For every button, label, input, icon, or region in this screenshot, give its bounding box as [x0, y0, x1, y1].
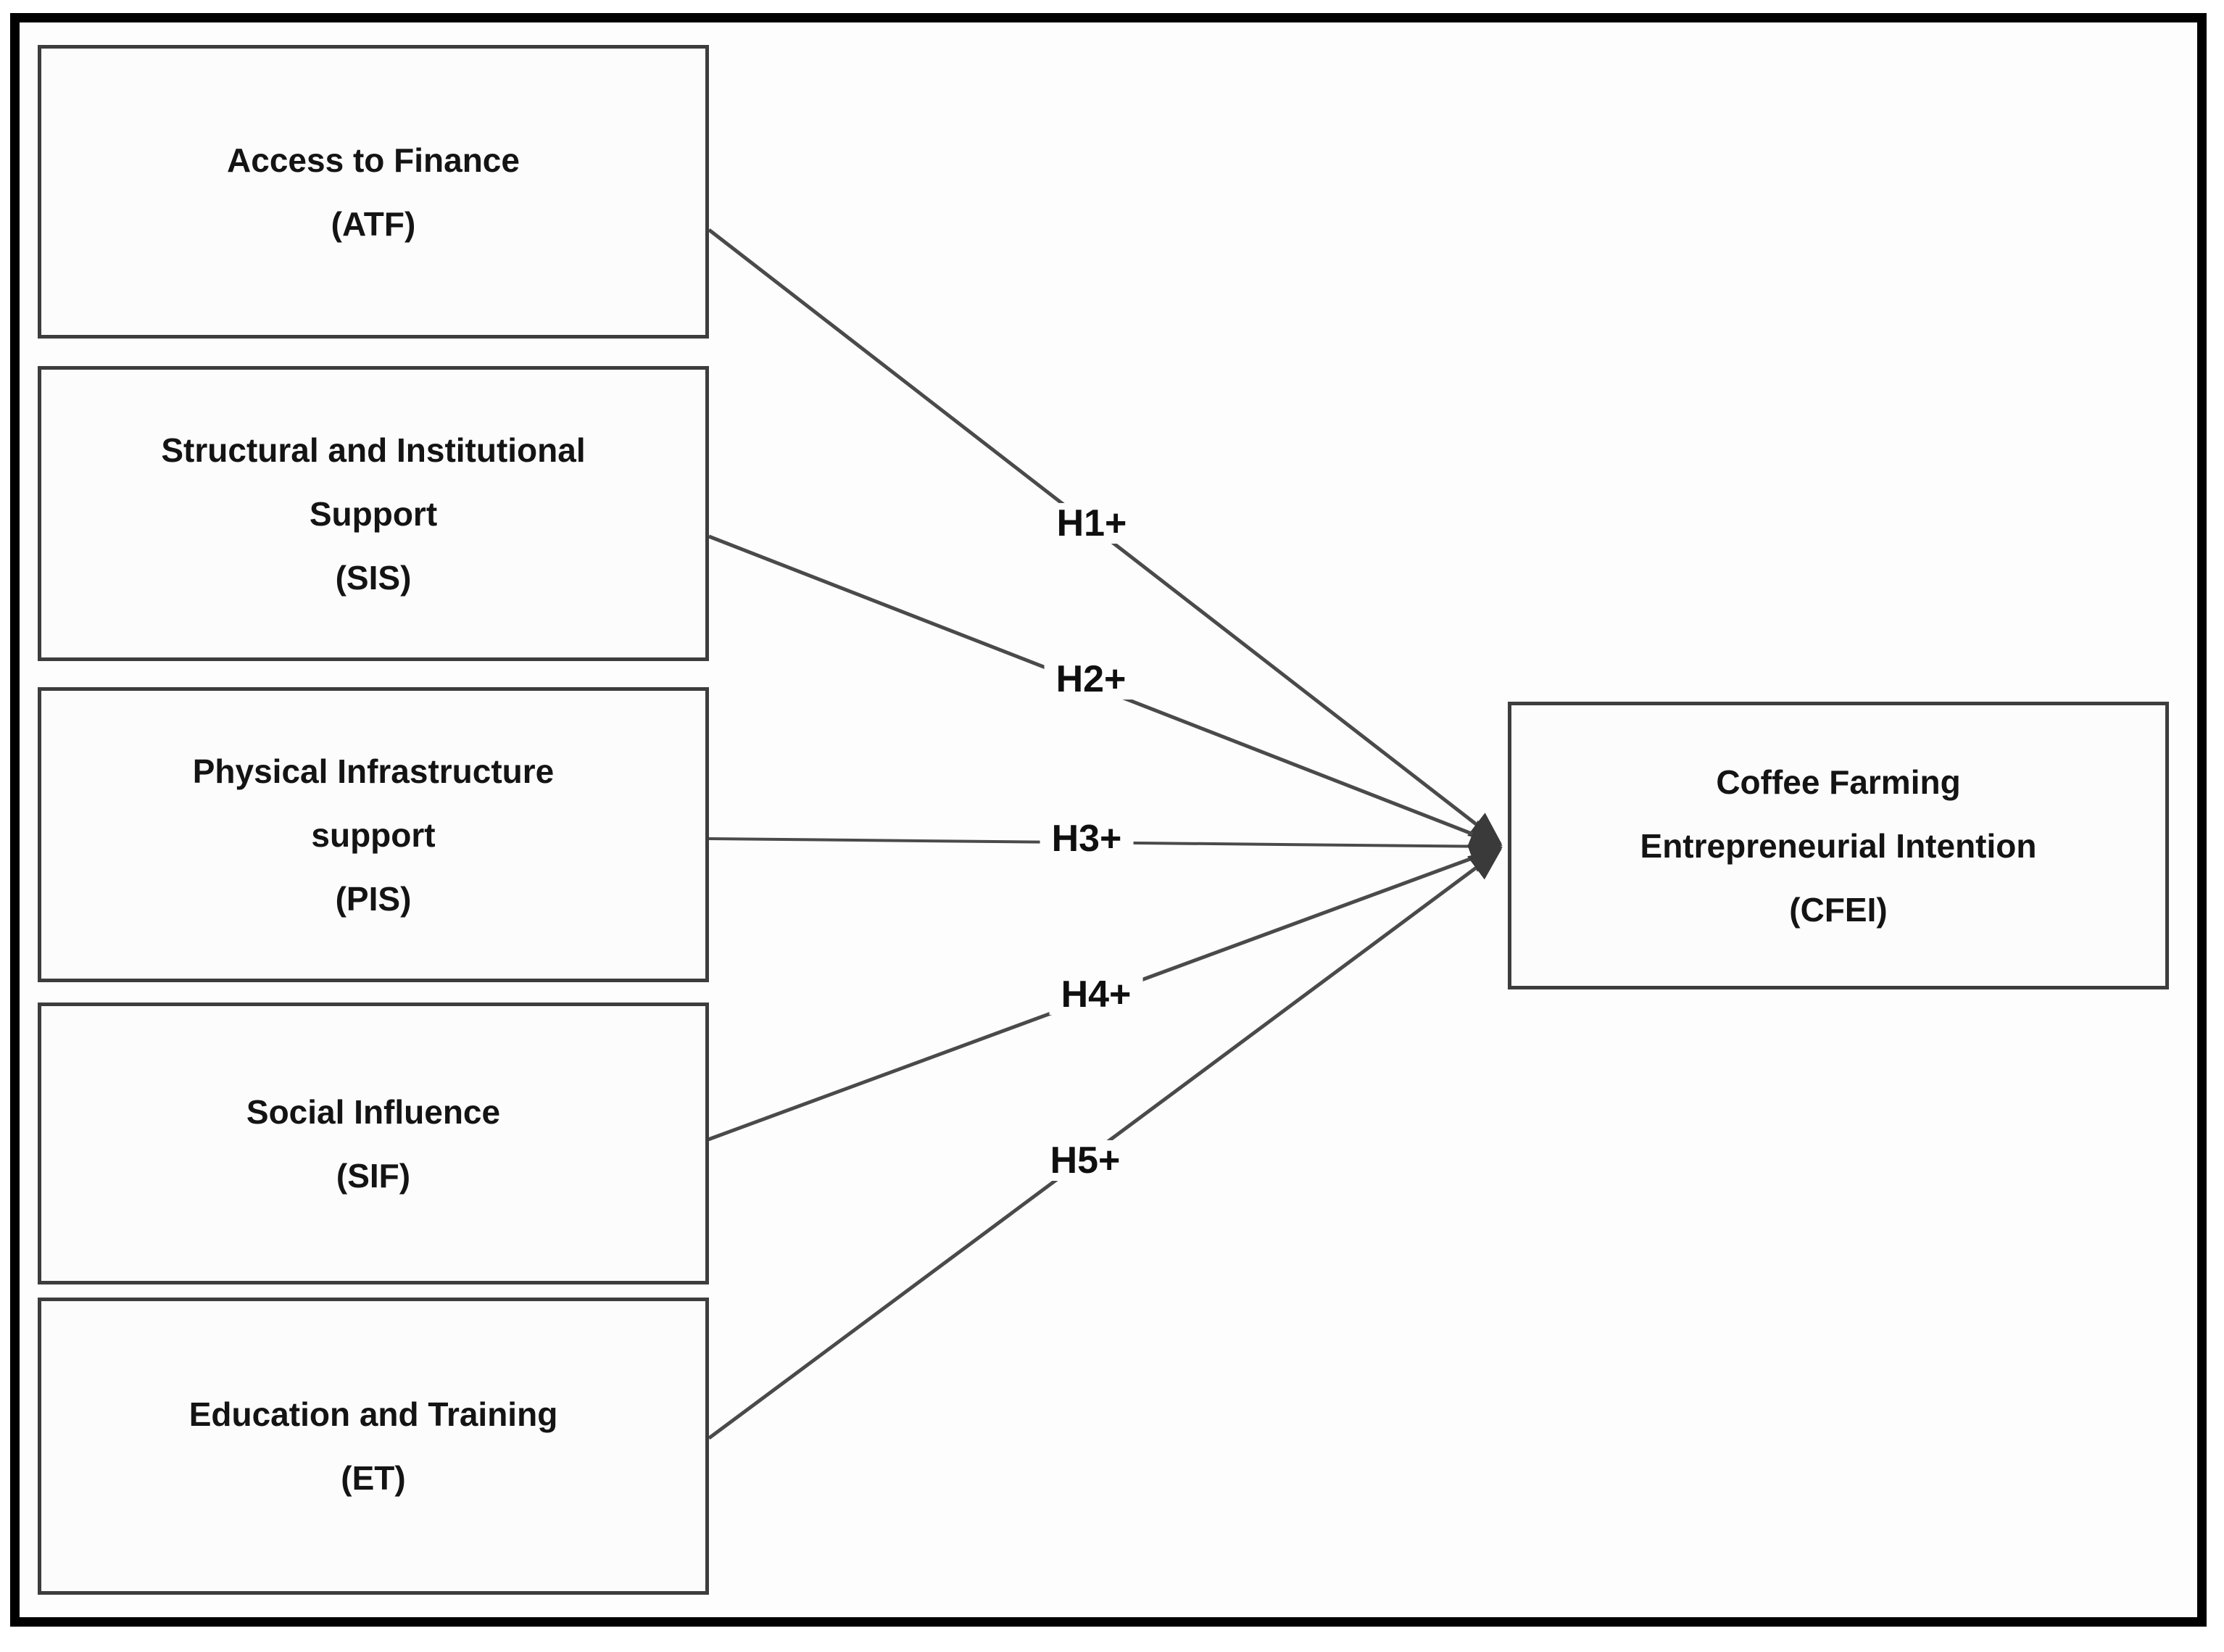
box-atf-line-2: (ATF) — [331, 204, 416, 243]
box-structural-institutional-support: Structural and Institutional Support (SI… — [38, 366, 709, 661]
box-cfei-line-1: Coffee Farming — [1716, 763, 1961, 801]
box-sis-line-2: Support — [309, 494, 438, 533]
box-education-and-training: Education and Training (ET) — [38, 1298, 709, 1595]
box-pis-line-2: support — [311, 815, 436, 854]
box-pis-line-3: (PIS) — [335, 879, 412, 918]
box-sis-line-1: Structural and Institutional — [161, 431, 586, 469]
box-cfei-line-2: Entrepreneurial Intention — [1640, 826, 2037, 865]
hypothesis-label-h3: H3+ — [1040, 818, 1134, 859]
box-atf-line-1: Access to Finance — [227, 141, 520, 179]
hypothesis-label-h1: H1+ — [1045, 503, 1139, 544]
box-cfei-line-3: (CFEI) — [1789, 890, 1888, 929]
hypothesis-label-h2: H2+ — [1044, 659, 1138, 700]
box-sif-line-2: (SIF) — [336, 1156, 411, 1195]
box-pis-line-1: Physical Infrastructure — [192, 752, 555, 790]
hypothesis-label-h4: H4+ — [1049, 974, 1143, 1015]
hypothesis-label-h5: H5+ — [1038, 1140, 1132, 1181]
box-physical-infrastructure-support: Physical Infrastructure support (PIS) — [38, 687, 709, 982]
box-coffee-farming-entrepreneurial-intention: Coffee Farming Entrepreneurial Intention… — [1508, 702, 2169, 989]
box-et-line-1: Education and Training — [188, 1395, 558, 1433]
box-social-influence: Social Influence (SIF) — [38, 1003, 709, 1284]
box-sif-line-1: Social Influence — [246, 1092, 501, 1131]
box-et-line-2: (ET) — [341, 1459, 406, 1497]
box-access-to-finance: Access to Finance (ATF) — [38, 45, 709, 339]
box-sis-line-3: (SIS) — [335, 558, 412, 597]
